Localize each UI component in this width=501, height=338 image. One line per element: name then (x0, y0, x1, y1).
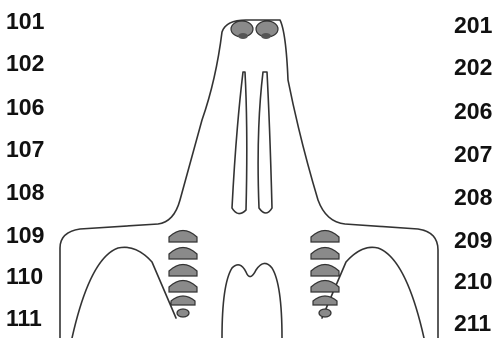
label-left-6: 109 (6, 224, 44, 247)
label-left-7: 110 (6, 265, 43, 288)
center-notch (222, 263, 282, 338)
right-pad-1 (311, 231, 339, 243)
left-slot (232, 72, 247, 214)
label-right-2: 202 (454, 56, 492, 79)
label-right-3: 206 (454, 100, 492, 123)
left-pad-1 (169, 231, 197, 243)
right-pad-tip (319, 309, 331, 317)
right-pad-3 (311, 265, 339, 277)
label-left-4: 107 (6, 138, 44, 161)
label-left-3: 106 (6, 96, 44, 119)
label-right-1: 201 (454, 14, 492, 37)
label-right-6: 209 (454, 229, 492, 252)
label-right-5: 208 (454, 186, 492, 209)
label-left-5: 108 (6, 181, 44, 204)
right-pad-4 (311, 281, 339, 293)
body-outline (60, 20, 438, 338)
right-pad-5 (313, 296, 337, 305)
left-pad-4 (169, 281, 197, 293)
left-pad-tip (177, 309, 189, 317)
left-pad-stack (169, 231, 197, 318)
label-right-7: 210 (454, 270, 492, 293)
inner-left-wing (72, 247, 176, 338)
label-right-8: 211 (454, 312, 491, 335)
right-pad-stack (311, 231, 339, 318)
left-pad-3 (169, 265, 197, 277)
inner-right-wing (322, 247, 424, 338)
label-right-4: 207 (454, 143, 492, 166)
left-pad-2 (169, 248, 197, 260)
label-left-1: 101 (6, 10, 44, 33)
left-pad-5 (171, 296, 195, 305)
right-pad-2 (311, 248, 339, 260)
label-left-2: 102 (6, 52, 44, 75)
label-left-8: 111 (6, 307, 42, 330)
right-slot (258, 72, 272, 213)
